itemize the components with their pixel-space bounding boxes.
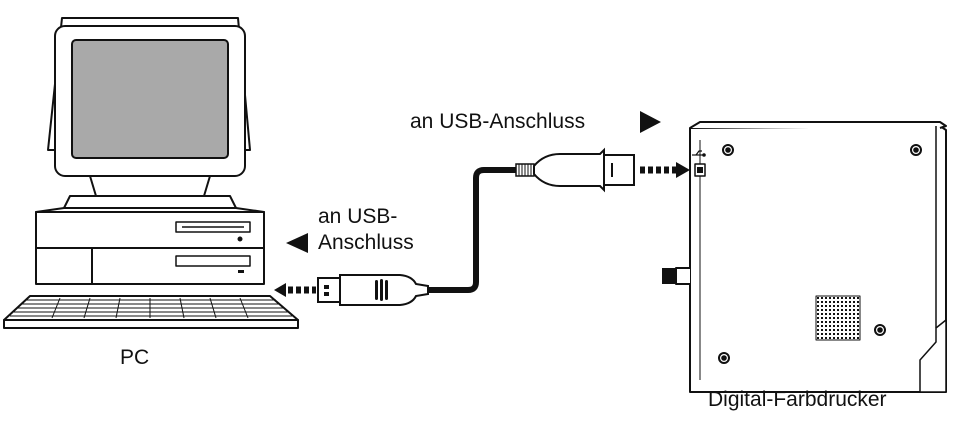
usb-port-label-printer: an USB-Anschluss <box>410 110 586 133</box>
printer-screws <box>718 144 922 364</box>
drive-bay-bottom <box>175 255 251 267</box>
usb-port-label-pc-line1: an USB- <box>318 205 398 228</box>
triangle-left-icon <box>286 233 308 253</box>
pc-label: PC <box>120 346 150 369</box>
keyboard-keys <box>10 297 292 319</box>
usb-b-plug-body <box>533 147 605 193</box>
monitor-screen <box>71 39 229 159</box>
pc-insert-arrowhead <box>274 283 286 297</box>
usb-a-plug-body <box>339 274 429 306</box>
triangle-right-icon <box>640 111 661 133</box>
usb-symbol-icon <box>692 150 706 157</box>
pc-side-connector <box>274 274 429 306</box>
usb-a-plug-metal <box>317 277 341 303</box>
printer-side-connector <box>515 147 690 193</box>
printer-insert-arrowhead <box>676 162 690 178</box>
printer-vent <box>815 295 861 341</box>
pc-illustration <box>3 17 299 329</box>
usb-cable <box>428 167 520 293</box>
monitor-base <box>63 195 237 209</box>
printer-illustration <box>662 121 947 393</box>
usb-b-plug-metal <box>603 154 635 186</box>
usb-port-label-pc-line2: Anschluss <box>318 231 414 254</box>
printer-body <box>689 125 947 393</box>
printer-label: Digital-Farbdrucker <box>708 388 887 411</box>
monitor-neck <box>89 175 211 197</box>
